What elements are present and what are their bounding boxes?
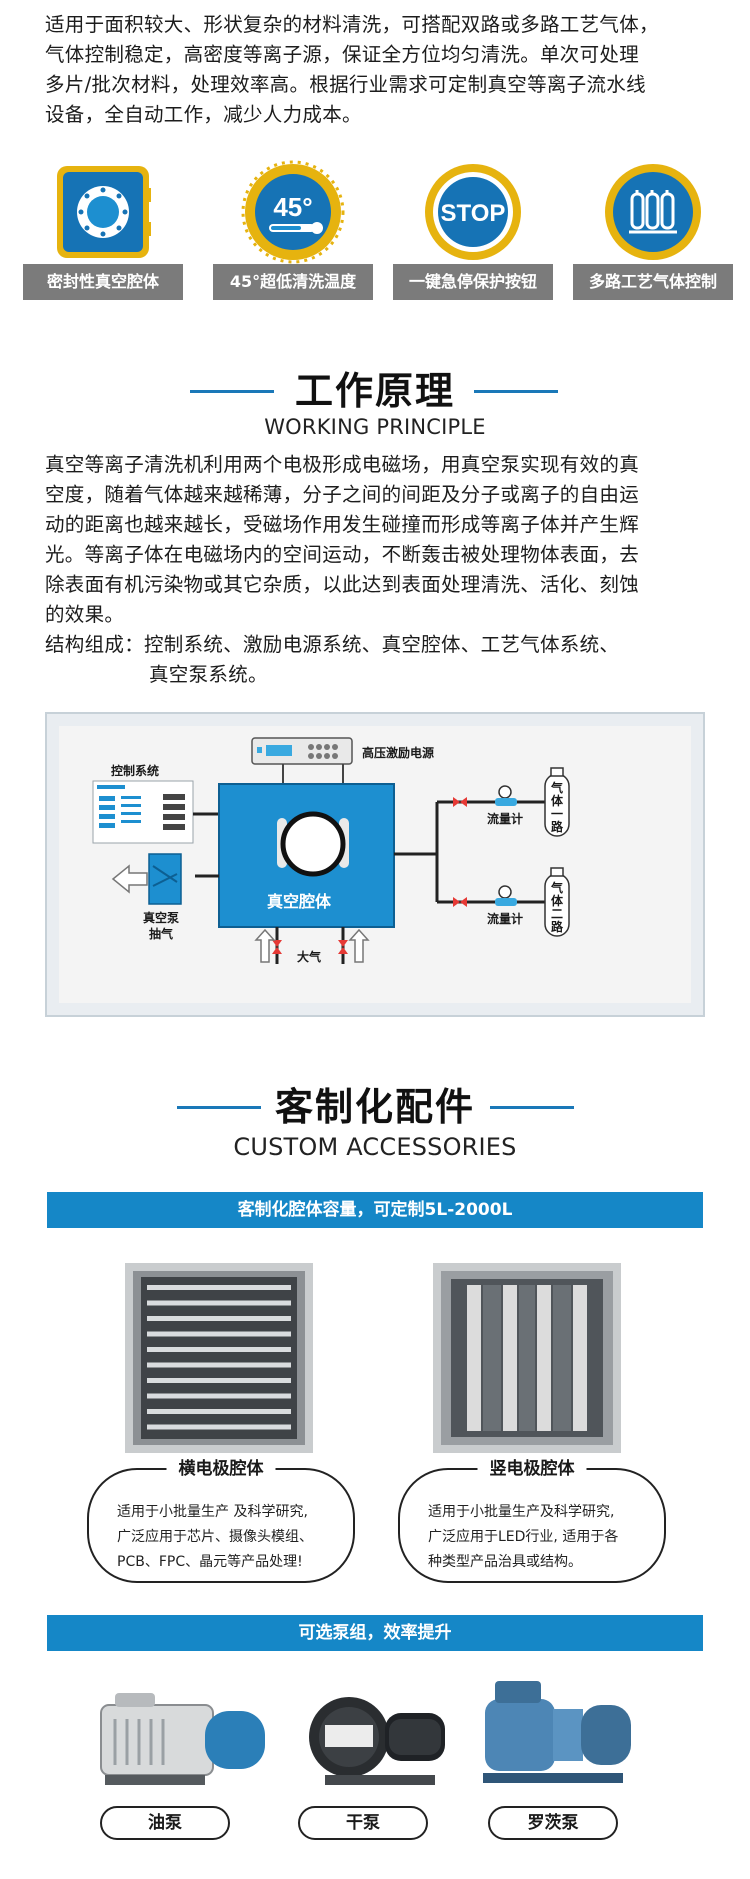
capacity-bar: 客制化腔体容量，可定制5L-2000L [47,1192,703,1228]
vacuum-chamber-icon [57,166,151,258]
principle-diagram: 控制系统 高压激励电源 真空腔体 真空泵 抽气 大气 流量计 流量计 气体一路 … [45,712,705,1017]
feature-gas-control: 多路工艺气体控制 [573,160,733,305]
feature-low-temperature: 45° 45°超低清洗温度 [213,160,373,305]
roots-pump-photo [483,1681,631,1783]
feature-vacuum-chamber: 密封性真空腔体 [23,160,183,305]
shelf [147,1362,291,1368]
shelf [147,1285,291,1290]
flowmeter-label-2: 流量计 [487,912,524,926]
section-heading-custom: 客制化配件 CUSTOM ACCESSORIES [0,1084,750,1164]
badge-text: 45° [273,192,312,222]
principle-paragraph: 真空等离子清洗机利用两个电极形成电磁场，用真空泵实现有效的真 空度，随着气体越来… [45,453,640,686]
section-title: 工作原理 [294,369,455,413]
feature-label: 多路工艺气体控制 [573,264,733,300]
stop-button-icon: STOP [425,164,521,260]
heading-line-right [490,1106,574,1109]
dry-pump-photo [309,1697,445,1785]
card-title: 竖电极腔体 [477,1456,587,1482]
chamber-shelves [147,1285,291,1430]
shelf [147,1331,291,1337]
oil-pump-label: 油泵 [100,1806,230,1840]
dry-pump-label: 干泵 [298,1806,428,1840]
control-system-label: 控制系统 [111,764,160,778]
vertical-electrode-card: 竖电极腔体 适用于小批量生产及科学研究, 广泛应用于LED行业, 适用于各 种类… [398,1456,666,1583]
feature-label: 密封性真空腔体 [23,264,183,300]
horizontal-electrode-card: 横电极腔体 适用于小批量生产 及科学研究, 广泛应用于芯片、摄像头模组、 PCB… [87,1456,355,1583]
diagram-canvas: 控制系统 高压激励电源 真空腔体 真空泵 抽气 大气 流量计 流量计 气体一路 … [59,726,691,1003]
card-title: 横电极腔体 [166,1456,276,1482]
shelf [147,1378,291,1383]
oil-pump-photo [100,1693,265,1785]
card-description: 适用于小批量生产 及科学研究, 广泛应用于芯片、摄像头模组、 PCB、FPC、晶… [117,1504,313,1570]
heading-line-right [474,390,558,393]
feature-emergency-stop: STOP 一键急停保护按钮 [393,160,553,305]
badge-text: STOP [441,200,506,227]
shelf [147,1347,291,1352]
roots-pump-label: 罗茨泵 [488,1806,618,1840]
shelf [147,1424,291,1430]
hv-power-label: 高压激励电源 [362,746,435,760]
pump-label: 真空泵 抽气 [143,911,180,941]
shelf [147,1316,291,1321]
shelf [147,1393,291,1399]
gas-line-1-label: 气体一路 [550,781,563,834]
section-title: 客制化配件 [274,1085,475,1129]
shelf [147,1300,291,1306]
vertical-electrode-chamber-photo [433,1263,621,1453]
diagram-svg [92,737,570,964]
chamber-label: 真空腔体 [267,892,332,911]
heading-line-left [177,1106,261,1109]
section-subtitle: WORKING PRINCIPLE [264,415,486,439]
gas-cylinders-icon [605,164,701,260]
card-description: 适用于小批量生产及科学研究, 广泛应用于LED行业, 适用于各 种类型产品治具或… [428,1504,619,1570]
thermometer-45-icon: 45° [241,160,345,264]
horizontal-electrode-chamber-photo [125,1263,313,1453]
gas-line-2-label: 气体二路 [550,881,563,934]
pump-bar: 可选泵组，效率提升 [47,1615,703,1651]
section-heading-principle: 工作原理 WORKING PRINCIPLE [0,368,750,440]
section-subtitle: CUSTOM ACCESSORIES [233,1133,517,1161]
shelf [147,1409,291,1414]
flowmeter-label-1: 流量计 [487,812,524,826]
feature-label: 一键急停保护按钮 [393,264,553,300]
air-label: 大气 [297,950,322,964]
feature-label: 45°超低清洗温度 [213,264,373,300]
intro-paragraph: 适用于面积较大、形状复杂的材料清洗，可搭配双路或多路工艺气体， 气体控制稳定，高… [45,13,659,126]
heading-line-left [190,390,274,393]
